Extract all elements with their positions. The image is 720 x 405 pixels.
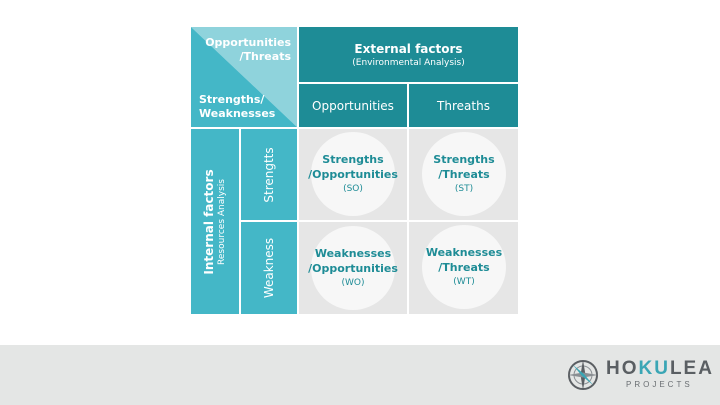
st-line1: Strengths — [433, 153, 495, 166]
cell-wt: Weaknesses /Threats (WT) — [409, 222, 518, 314]
wt-line2: /Threats — [438, 261, 490, 274]
internal-factors-title: Internal factors — [202, 168, 216, 275]
footer-band: HOKULEA PROJECTS — [0, 345, 720, 405]
internal-factors-header: Internal factors Resources Analysis — [191, 129, 239, 314]
column-header-opportunities-label: Opportunities — [312, 98, 394, 113]
row-header-strengths: Strengtts — [241, 129, 297, 220]
corner-bottom-line1: Strengths/ — [199, 93, 265, 106]
row-header-strengths-label: Strengtts — [262, 146, 276, 203]
logo-brand-part1: HO — [606, 358, 639, 379]
circle-so: Strengths /Opportunities (SO) — [308, 132, 398, 216]
circle-wo: Weaknesses /Opportunities (WO) — [308, 226, 398, 310]
internal-factors-subtitle: Resources Analysis — [217, 178, 227, 265]
corner-bottom-line2: Weaknesses — [199, 107, 276, 120]
corner-top-label: Opportunities /Threats — [205, 36, 291, 64]
logo-brand-part2: KU — [638, 358, 670, 379]
circle-wt: Weaknesses /Threats (WT) — [422, 225, 506, 309]
wt-line1: Weaknesses — [425, 246, 503, 259]
internal-factors-text: Internal factors Resources Analysis — [202, 169, 228, 274]
so-line2: /Opportunities — [308, 168, 398, 181]
circle-st: Strengths /Threats (ST) — [422, 132, 506, 216]
column-header-threats-label: Threaths — [437, 98, 490, 113]
external-factors-subtitle: (Environmental Analysis) — [352, 57, 465, 68]
external-factors-title: External factors — [354, 41, 463, 56]
logo: HOKULEA PROJECTS — [566, 357, 712, 393]
compass-icon — [568, 360, 598, 390]
wo-abbr: (WO) — [341, 278, 365, 288]
logo-tagline: PROJECTS — [626, 380, 693, 389]
corner-top-line2: /Threats — [239, 50, 291, 63]
row-header-weakness: Weakness — [241, 222, 297, 314]
external-factors-header: External factors (Environmental Analysis… — [299, 27, 518, 82]
corner-diagonal — [191, 27, 297, 127]
logo-brand-part3: LEA — [669, 358, 714, 379]
logo-brand: HOKULEA — [606, 359, 714, 379]
corner-cell: Opportunities /Threats Strengths/ Weakne… — [191, 27, 297, 127]
row-header-weakness-label: Weakness — [262, 237, 276, 299]
st-abbr: (ST) — [454, 184, 474, 194]
column-header-threats: Threaths — [409, 84, 518, 127]
cell-wo: Weaknesses /Opportunities (WO) — [299, 222, 407, 314]
wo-line1: Weaknesses — [314, 247, 392, 260]
wt-abbr: (WT) — [453, 277, 475, 287]
wo-line2: /Opportunities — [308, 262, 398, 275]
corner-bottom-label: Strengths/ Weaknesses — [199, 93, 275, 121]
so-abbr: (SO) — [343, 184, 363, 194]
cell-so: Strengths /Opportunities (SO) — [299, 129, 407, 220]
st-line2: /Threats — [438, 168, 490, 181]
so-line1: Strengths — [322, 153, 384, 166]
column-header-opportunities: Opportunities — [299, 84, 407, 127]
cell-st: Strengths /Threats (ST) — [409, 129, 518, 220]
corner-top-line1: Opportunities — [205, 36, 291, 49]
